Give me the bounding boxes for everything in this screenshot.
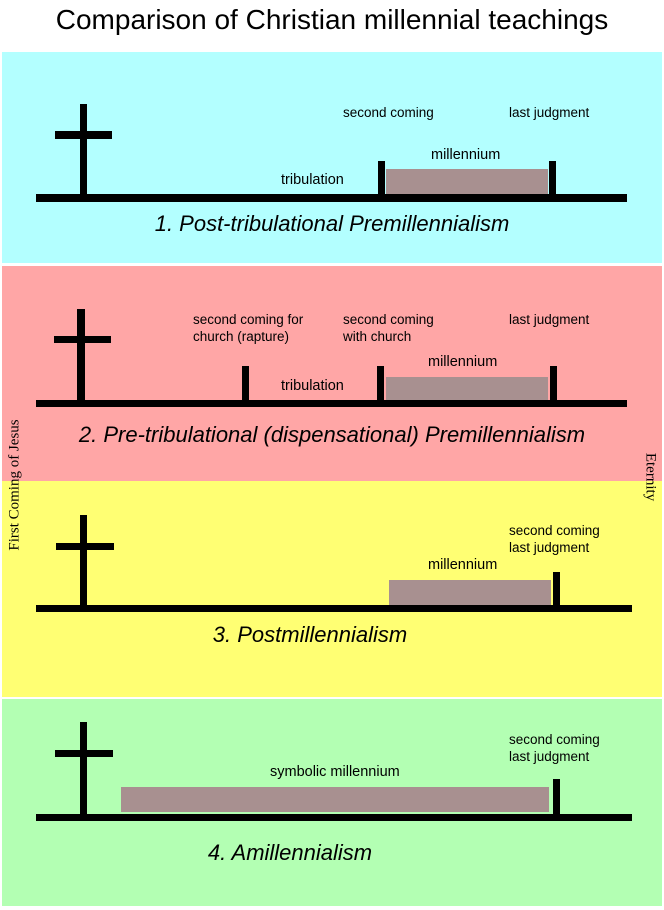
second-coming-marker xyxy=(553,572,560,607)
panel-postmillennialism xyxy=(2,481,662,697)
rapture-label-line1: second coming for xyxy=(193,312,304,327)
cross-icon xyxy=(77,309,85,402)
panel-title: 1. Post-tribulational Premillennialism xyxy=(154,211,510,236)
second-coming-label: second coming last judgment xyxy=(509,731,600,765)
panel-title: 2. Pre-tribulational (dispensational) Pr… xyxy=(78,422,586,447)
first-coming-label: First Coming of Jesus xyxy=(6,419,23,551)
rapture-label: second coming for church (rapture) xyxy=(193,311,303,345)
second-coming-text: second coming xyxy=(509,732,600,747)
millennium-label: millennium xyxy=(428,557,498,573)
last-judgment-marker xyxy=(550,366,557,402)
rapture-label-line2: church (rapture) xyxy=(193,329,290,344)
panel-post-tribulational xyxy=(2,52,662,263)
cross-icon-bar xyxy=(55,131,112,139)
second-coming-label: second coming last judgment xyxy=(509,522,600,556)
last-judgment-label: last judgment xyxy=(509,312,590,327)
rapture-marker xyxy=(242,366,249,402)
panel-title: 3. Postmillennialism xyxy=(212,622,408,647)
second-coming-label: second coming xyxy=(343,105,434,120)
cross-icon xyxy=(80,722,87,817)
millennium-label: millennium xyxy=(431,147,501,163)
millennium-bar xyxy=(386,377,548,400)
cross-icon-bar xyxy=(56,543,114,550)
last-judgment-marker xyxy=(549,161,556,197)
millennium-bar xyxy=(386,169,548,194)
second-coming-marker xyxy=(378,161,385,197)
with-church-label: second coming with church xyxy=(343,311,434,345)
second-coming-text: second coming xyxy=(509,523,600,538)
timeline xyxy=(36,194,627,202)
last-judgment-text: last judgment xyxy=(509,540,590,555)
cross-icon xyxy=(80,104,87,197)
tribulation-label: tribulation xyxy=(281,378,344,394)
timeline xyxy=(36,400,627,407)
last-judgment-text: last judgment xyxy=(509,749,590,764)
millennium-label: millennium xyxy=(428,354,498,370)
millennium-bar xyxy=(389,580,551,605)
panel-title: 4. Amillennialism xyxy=(207,840,373,865)
with-church-label-line2: with church xyxy=(343,329,412,344)
last-judgment-label: last judgment xyxy=(509,105,590,120)
second-coming-marker xyxy=(377,366,384,402)
eternity-label: Eternity xyxy=(642,452,659,502)
cross-icon xyxy=(80,515,87,607)
with-church-label-line1: second coming xyxy=(343,312,434,327)
diagram-title: Comparison of Christian millennial teach… xyxy=(55,4,609,35)
timeline xyxy=(36,814,632,821)
millennium-label: symbolic millennium xyxy=(270,764,400,780)
symbolic-millennium-bar xyxy=(121,787,549,812)
cross-icon-bar xyxy=(55,750,113,757)
tribulation-label: tribulation xyxy=(281,172,344,188)
second-coming-marker xyxy=(553,779,560,817)
panel-pre-tribulational xyxy=(2,266,662,481)
cross-icon-bar xyxy=(54,336,111,343)
timeline xyxy=(36,605,632,612)
